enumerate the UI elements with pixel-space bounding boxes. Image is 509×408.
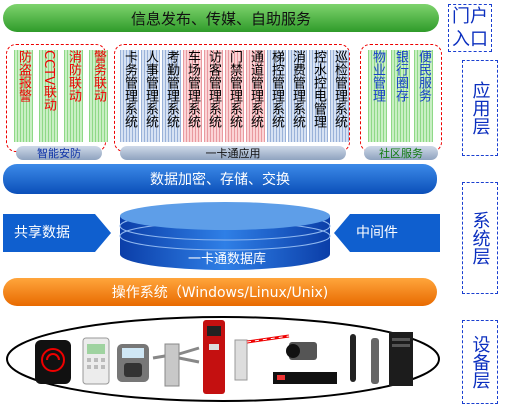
os-bar: 操作系统（Windows/Linux/Unix) xyxy=(3,278,437,306)
card-app-label: 一卡通应用 xyxy=(120,146,346,160)
card-app-item: 门禁管理系统 xyxy=(225,50,244,142)
card-app-item: 访客管理系统 xyxy=(204,50,223,142)
portal-label: 信息发布、传媒、自助服务 xyxy=(130,9,311,28)
database-label: 一卡通数据库 xyxy=(188,252,267,267)
keypad-reader-icon xyxy=(35,340,71,384)
parking-terminal-icon xyxy=(203,320,225,394)
portal-bar: 信息发布、传媒、自助服务 xyxy=(3,4,439,32)
middleware-label: 中间件 xyxy=(356,225,398,241)
fingerprint-terminal-icon xyxy=(117,344,149,382)
middleware-arrow xyxy=(334,214,440,252)
card-app-item: 考勤管理系统 xyxy=(162,50,181,142)
security-item: CCTV联动 xyxy=(39,50,58,142)
device-area xyxy=(6,316,440,402)
card-reader-icon xyxy=(82,337,110,385)
layer-portal: 门户入口 xyxy=(448,4,492,52)
security-label: 智能安防 xyxy=(16,146,102,160)
card-app-item: 车场管理系统 xyxy=(183,50,202,142)
shared-data-label: 共享数据 xyxy=(14,225,70,241)
community-item: 便民服务 xyxy=(414,50,433,142)
card-app-item: 通道管理系统 xyxy=(246,50,265,142)
card-app-item: 巡检管理系统 xyxy=(330,50,349,142)
card-app-columns: 卡务管理系统 人事管理系统 考勤管理系统 车场管理系统 访客管理系统 门禁管理系… xyxy=(120,50,349,142)
data-bar-label: 数据加密、存储、交换 xyxy=(150,172,290,188)
security-item: 消防联动 xyxy=(64,50,83,142)
community-label: 社区服务 xyxy=(364,146,438,160)
server-tower-icon xyxy=(371,332,413,386)
community-item: 物业管理 xyxy=(368,50,387,142)
shared-data-arrow xyxy=(3,214,111,252)
camera-icon xyxy=(286,342,317,360)
card-app-item: 控水控电管理 xyxy=(309,50,328,142)
microphone-icon xyxy=(350,334,356,382)
data-bar: 数据加密、存储、交换 xyxy=(3,164,437,194)
layer-device: 设备层 xyxy=(462,320,498,404)
community-columns: 物业管理 银行圈存 便民服务 xyxy=(368,50,433,142)
layer-system: 系统层 xyxy=(462,182,498,294)
card-app-item: 卡务管理系统 xyxy=(120,50,139,142)
card-app-item: 梯控管理系统 xyxy=(267,50,286,142)
os-bar-label: 操作系统（Windows/Linux/Unix) xyxy=(111,285,329,301)
barrier-gate-icon xyxy=(234,334,290,381)
community-item: 银行圈存 xyxy=(391,50,410,142)
security-columns: 防盗报警 CCTV联动 消防联动 警务联动 xyxy=(14,50,108,142)
turnstile-icon xyxy=(152,343,200,387)
layer-app: 应用层 xyxy=(462,60,498,156)
security-item: 警务联动 xyxy=(89,50,108,142)
database-cylinder xyxy=(119,202,331,270)
security-item: 防盗报警 xyxy=(14,50,33,142)
card-app-item: 消费管理系统 xyxy=(288,50,307,142)
dvr-icon xyxy=(273,372,337,384)
card-app-item: 人事管理系统 xyxy=(141,50,160,142)
